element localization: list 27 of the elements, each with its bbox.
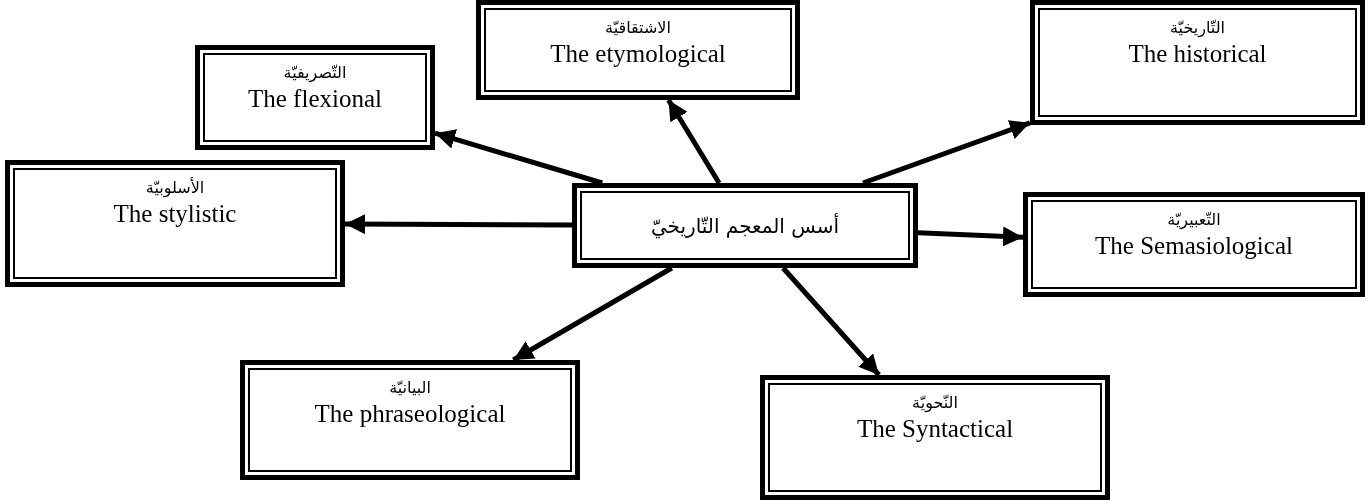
concept-box bbox=[572, 183, 918, 268]
arabic-label: البيانيّة bbox=[389, 377, 431, 399]
arrow bbox=[917, 226, 1024, 247]
english-label: The historical bbox=[1128, 39, 1267, 69]
arabic-label: الأسلوبيّة bbox=[145, 177, 205, 199]
arabic-label: الاشتقاقيّة bbox=[605, 17, 671, 39]
concept-box bbox=[1030, 0, 1365, 125]
concept-box bbox=[476, 0, 800, 100]
concept-box bbox=[240, 360, 580, 480]
concept-box bbox=[760, 375, 1110, 500]
english-label: The Syntactical bbox=[856, 414, 1014, 444]
arabic-label: التّاريخيّة bbox=[1170, 17, 1225, 39]
arabic-label: التّصريفيّة bbox=[283, 62, 347, 84]
english-label: The Semasiological bbox=[1095, 231, 1293, 261]
english-label: The phraseological bbox=[314, 399, 506, 429]
english-label: The stylistic bbox=[113, 199, 237, 229]
arabic-label: أسس المعجم التّاريخيّ bbox=[650, 212, 840, 240]
english-label: The flexional bbox=[248, 84, 382, 114]
arabic-label: التّعبيريّة bbox=[1167, 209, 1221, 231]
arrow bbox=[345, 214, 572, 235]
english-label: The etymological bbox=[550, 39, 726, 69]
concept-box bbox=[195, 45, 435, 150]
arrow bbox=[666, 98, 722, 185]
concept-box bbox=[5, 160, 345, 287]
arabic-label: النّحويّة bbox=[912, 392, 958, 414]
concept-box bbox=[1023, 192, 1365, 297]
arrow bbox=[781, 266, 881, 377]
